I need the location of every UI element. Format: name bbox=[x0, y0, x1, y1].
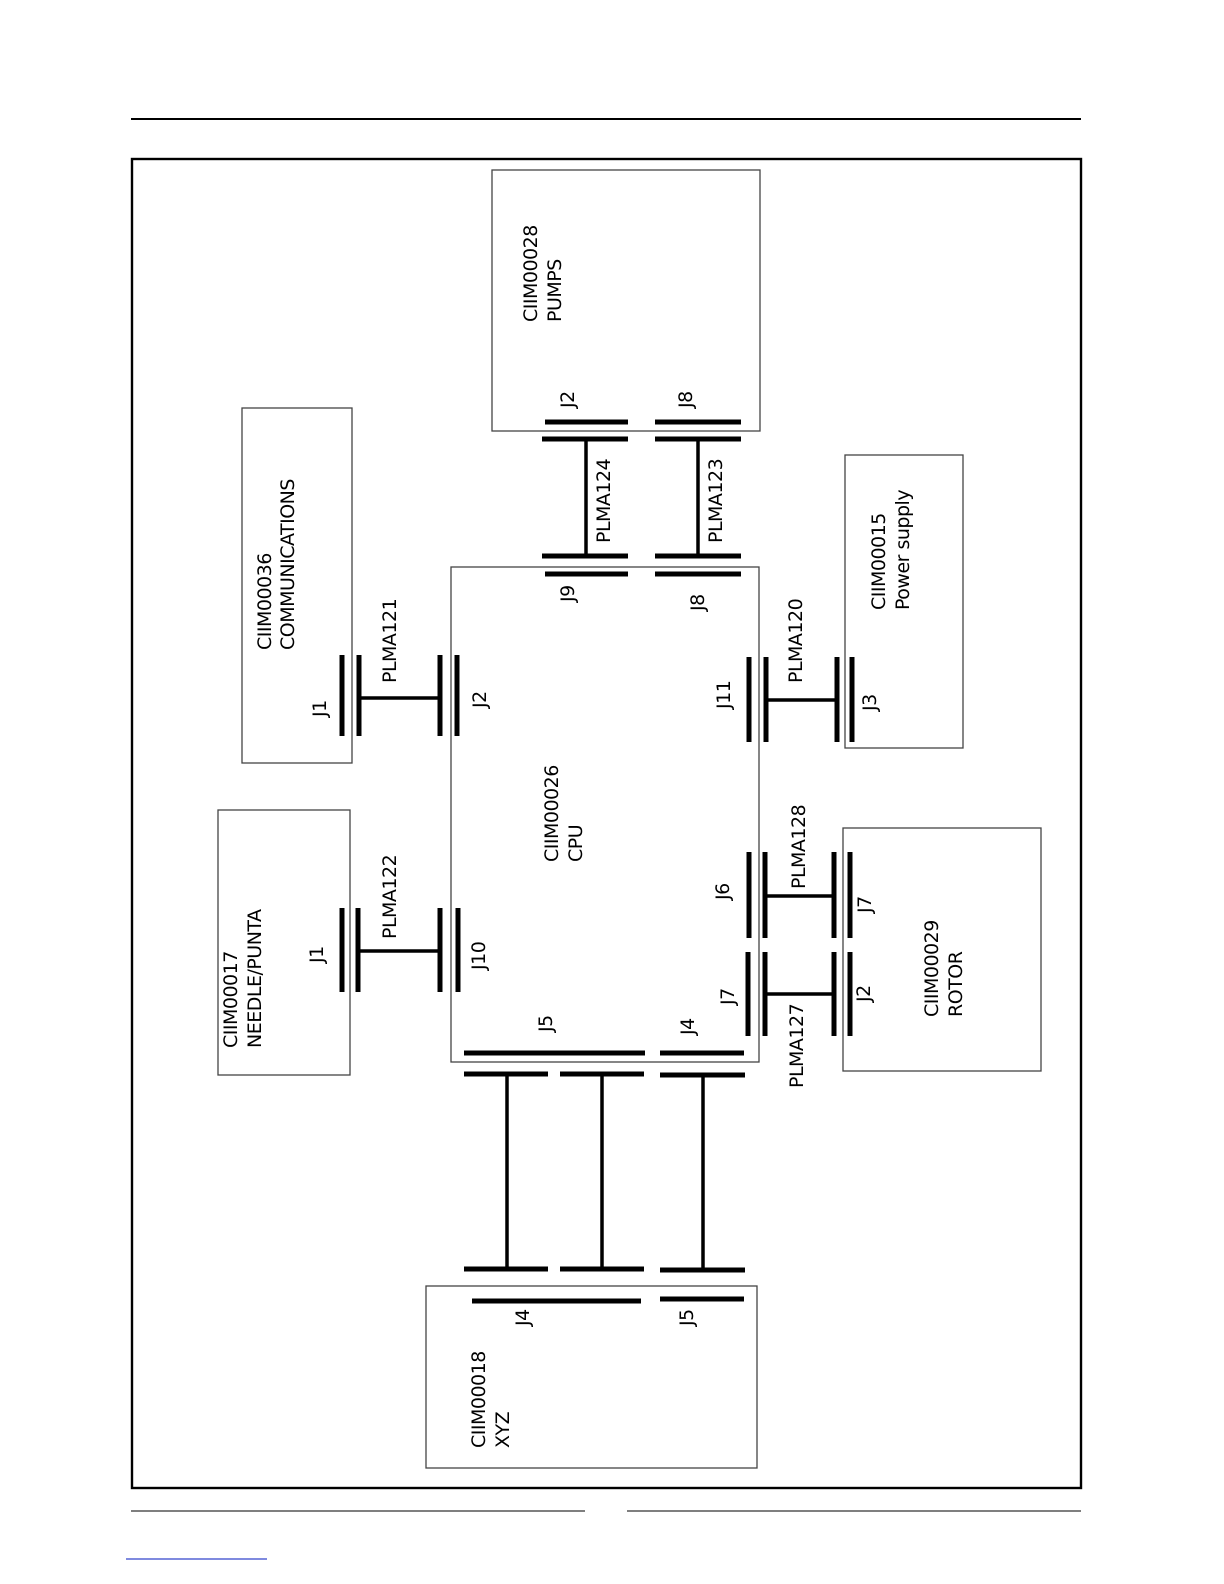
connector-pumps-j2: J2 bbox=[557, 391, 579, 409]
xyz-code: CIIM00018 bbox=[468, 1351, 490, 1448]
cpu-code: CIIM00026 bbox=[541, 765, 563, 862]
connector-cpu-j2: J2 bbox=[469, 691, 491, 709]
connector-cpu-j9: J9 bbox=[557, 585, 579, 603]
cable-label-plma121: PLMA121 bbox=[379, 599, 401, 683]
connector-xyz-j5: J5 bbox=[676, 1309, 698, 1327]
connector-cpu-j10: J10 bbox=[468, 942, 490, 971]
pumps-name: PUMPS bbox=[544, 259, 566, 322]
communications-code: CIIM00036 bbox=[254, 553, 276, 650]
connector-pumps-j8: J8 bbox=[675, 391, 697, 409]
communications-name: COMMUNICATIONS bbox=[277, 479, 299, 650]
connector-rotor-j7: J7 bbox=[854, 896, 876, 914]
cable-label-plma120: PLMA120 bbox=[785, 599, 807, 683]
connector-needle-j1: J1 bbox=[306, 946, 328, 964]
connector-cpu-j4: J4 bbox=[677, 1018, 699, 1036]
cable-label-plma128: PLMA128 bbox=[788, 805, 810, 889]
connector-cpu-j11: J11 bbox=[713, 681, 735, 710]
cable-label-plma127: PLMA127 bbox=[786, 1004, 808, 1088]
xyz-name: XYZ bbox=[492, 1411, 514, 1448]
cable-label-plma122: PLMA122 bbox=[379, 855, 401, 939]
cable-label-plma123: PLMA123 bbox=[705, 459, 727, 543]
rotor-code: CIIM00029 bbox=[921, 920, 943, 1017]
connector-comm-j1: J1 bbox=[309, 700, 331, 718]
needle-name: NEEDLE/PUNTA bbox=[244, 909, 266, 1048]
power-supply-code: CIIM00015 bbox=[868, 513, 890, 610]
cable-cpu-xyz bbox=[464, 1053, 745, 1301]
connector-cpu-j6: J6 bbox=[712, 883, 734, 901]
connector-cpu-j8: J8 bbox=[687, 594, 709, 612]
connector-rotor-j2: J2 bbox=[853, 985, 875, 1003]
rotor-name: ROTOR bbox=[945, 951, 967, 1017]
cable-plma123 bbox=[655, 422, 741, 574]
connector-xyz-j4: J4 bbox=[512, 1309, 534, 1327]
power-supply-name: Power supply bbox=[892, 490, 914, 610]
cpu-name: CPU bbox=[565, 825, 587, 862]
cpu-board bbox=[451, 567, 759, 1062]
connector-cpu-j5: J5 bbox=[535, 1015, 557, 1033]
diagram-frame bbox=[132, 159, 1081, 1488]
needle-code: CIIM00017 bbox=[220, 951, 242, 1048]
cable-plma124 bbox=[542, 422, 628, 574]
connector-power-j3: J3 bbox=[859, 694, 881, 712]
pumps-code: CIIM00028 bbox=[520, 225, 542, 322]
cable-label-plma124: PLMA124 bbox=[593, 458, 615, 543]
connector-cpu-j7: J7 bbox=[717, 988, 739, 1006]
